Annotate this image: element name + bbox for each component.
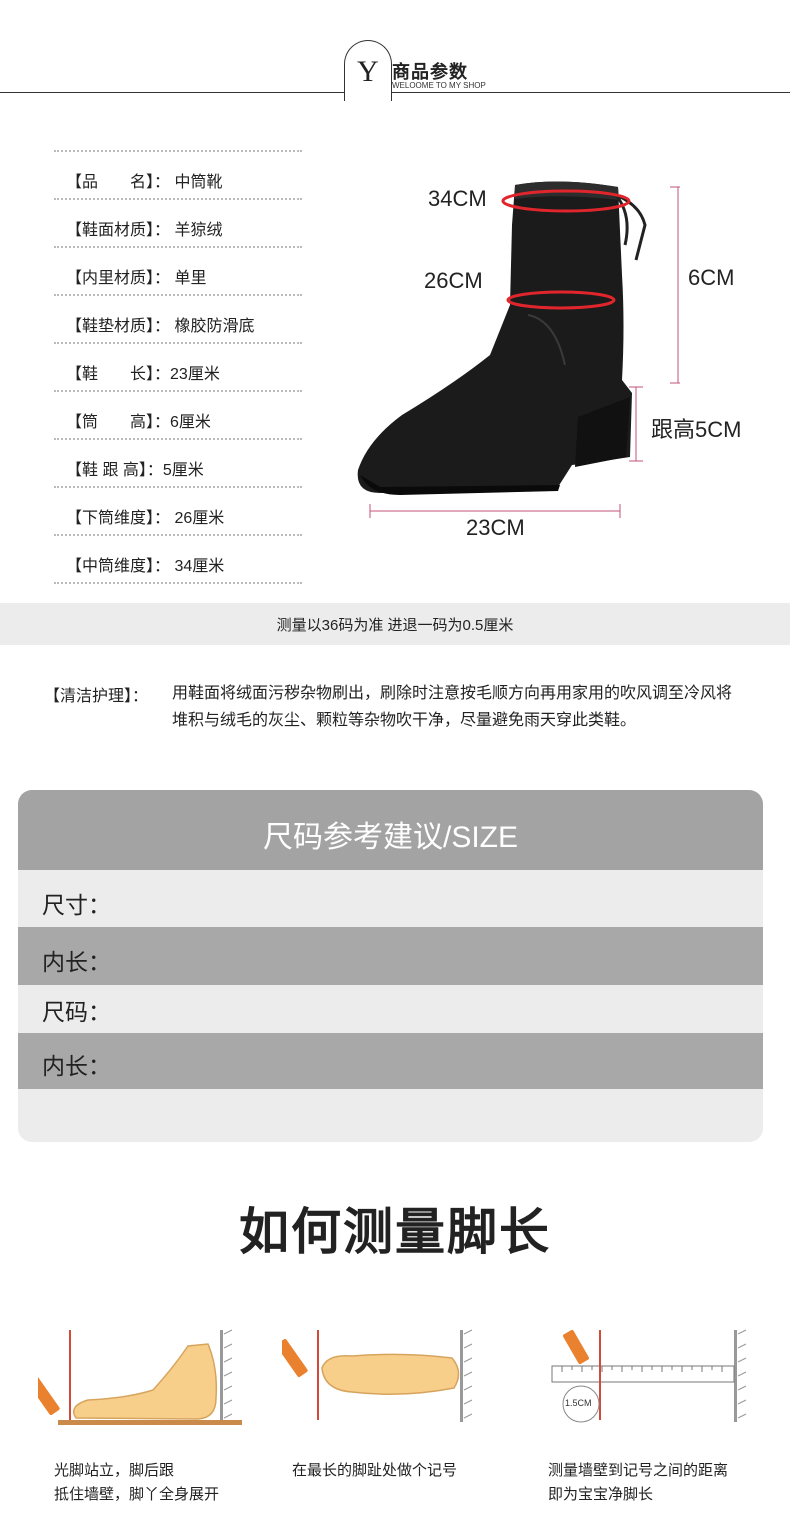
notice-band: 测量以36码为准 进退一码为0.5厘米 — [0, 603, 790, 645]
divider — [54, 582, 302, 584]
header-subtitle: WELOOME TO MY SHOP — [392, 81, 486, 90]
param-row: 【中筒维度】： 34厘米 — [66, 558, 225, 575]
size-row: 尺寸： — [18, 870, 763, 927]
length-label: 23CM — [466, 515, 525, 540]
divider — [54, 198, 302, 200]
shaft-height-label: 6CM — [688, 265, 735, 290]
wall-icon — [220, 1330, 223, 1422]
size-row — [18, 1089, 763, 1142]
header-y-logo: Y — [344, 40, 392, 101]
param-row: 【鞋 跟 高】：5厘米 — [66, 462, 204, 479]
divider — [54, 294, 302, 296]
foot-top-icon — [321, 1353, 460, 1395]
step1-illustration — [38, 1329, 242, 1425]
care-label: 【清洁护理】： — [44, 688, 149, 705]
care-text: 用鞋面将绒面污秽杂物刷出，刷除时注意按毛顺方向再用家用的吹风调至冷风将堆积与绒毛… — [172, 685, 733, 729]
top-circ-label: 34CM — [428, 186, 487, 211]
boot-shape — [357, 181, 632, 493]
size-row: 内长： — [18, 1033, 763, 1089]
param-row: 【内里材质】： 单里 — [66, 270, 207, 287]
header-title: 商品参数 — [392, 62, 468, 82]
header-rule-right — [390, 92, 790, 93]
divider — [54, 246, 302, 248]
ruler-icon — [551, 1365, 735, 1383]
param-row: 【鞋 长】：23厘米 — [66, 366, 220, 383]
param-row: 【鞋面材质】： 羊猄绒 — [66, 222, 223, 239]
size-table: 尺码参考建议/SIZE 尺寸： 内长： 尺码： 内长： — [18, 790, 763, 1142]
foot-side-icon — [73, 1343, 218, 1420]
heel-height-label: 跟高5CM — [651, 417, 742, 442]
size-table-title: 尺码参考建议/SIZE — [262, 821, 518, 854]
param-row: 【鞋垫材质】： 橡胶防滑底 — [66, 318, 255, 335]
wall-icon — [460, 1330, 463, 1422]
divider — [54, 534, 302, 536]
step1-caption: 光脚站立，脚后跟 抵住墙壁，脚丫全身展开 — [54, 1462, 220, 1503]
lower-circ-label: 26CM — [424, 268, 483, 293]
divider — [54, 342, 302, 344]
header-rule-left — [0, 92, 344, 93]
pencil-icon — [38, 1376, 60, 1416]
lower-circumference-line — [506, 290, 616, 310]
step3-caption: 测量墙壁到记号之间的距离 即为宝宝净脚长 — [548, 1462, 729, 1503]
boot-sole — [360, 475, 560, 495]
step2-caption: 在最长的脚趾处做个记号 — [292, 1462, 458, 1479]
top-circumference-line — [501, 189, 631, 213]
wall-icon — [734, 1330, 737, 1422]
divider — [54, 150, 302, 152]
floor-icon — [58, 1420, 242, 1425]
size-row: 内长： — [18, 927, 763, 985]
step3-illustration — [551, 1329, 747, 1423]
notice-text: 测量以36码为准 进退一码为0.5厘米 — [276, 617, 514, 634]
param-row: 【下筒维度】： 26厘米 — [66, 510, 225, 527]
pencil-icon — [282, 1338, 308, 1378]
divider — [54, 390, 302, 392]
zoom-circle — [562, 1385, 600, 1423]
measure-title: 如何测量脚长 — [239, 1204, 551, 1260]
ruler-zoom-label: 1.5CM — [565, 1398, 592, 1408]
param-row: 【筒 高】：6厘米 — [66, 414, 211, 431]
param-row: 【品 名】： 中筒靴 — [66, 174, 223, 191]
divider — [54, 486, 302, 488]
size-table-header: 尺码参考建议/SIZE — [18, 790, 763, 870]
boot-heel — [575, 397, 630, 467]
boot-illustration — [357, 181, 680, 518]
size-row: 尺码： — [18, 985, 763, 1033]
divider — [54, 438, 302, 440]
pencil-icon — [563, 1330, 589, 1364]
boot-seam — [527, 314, 566, 366]
step2-illustration — [282, 1329, 473, 1422]
